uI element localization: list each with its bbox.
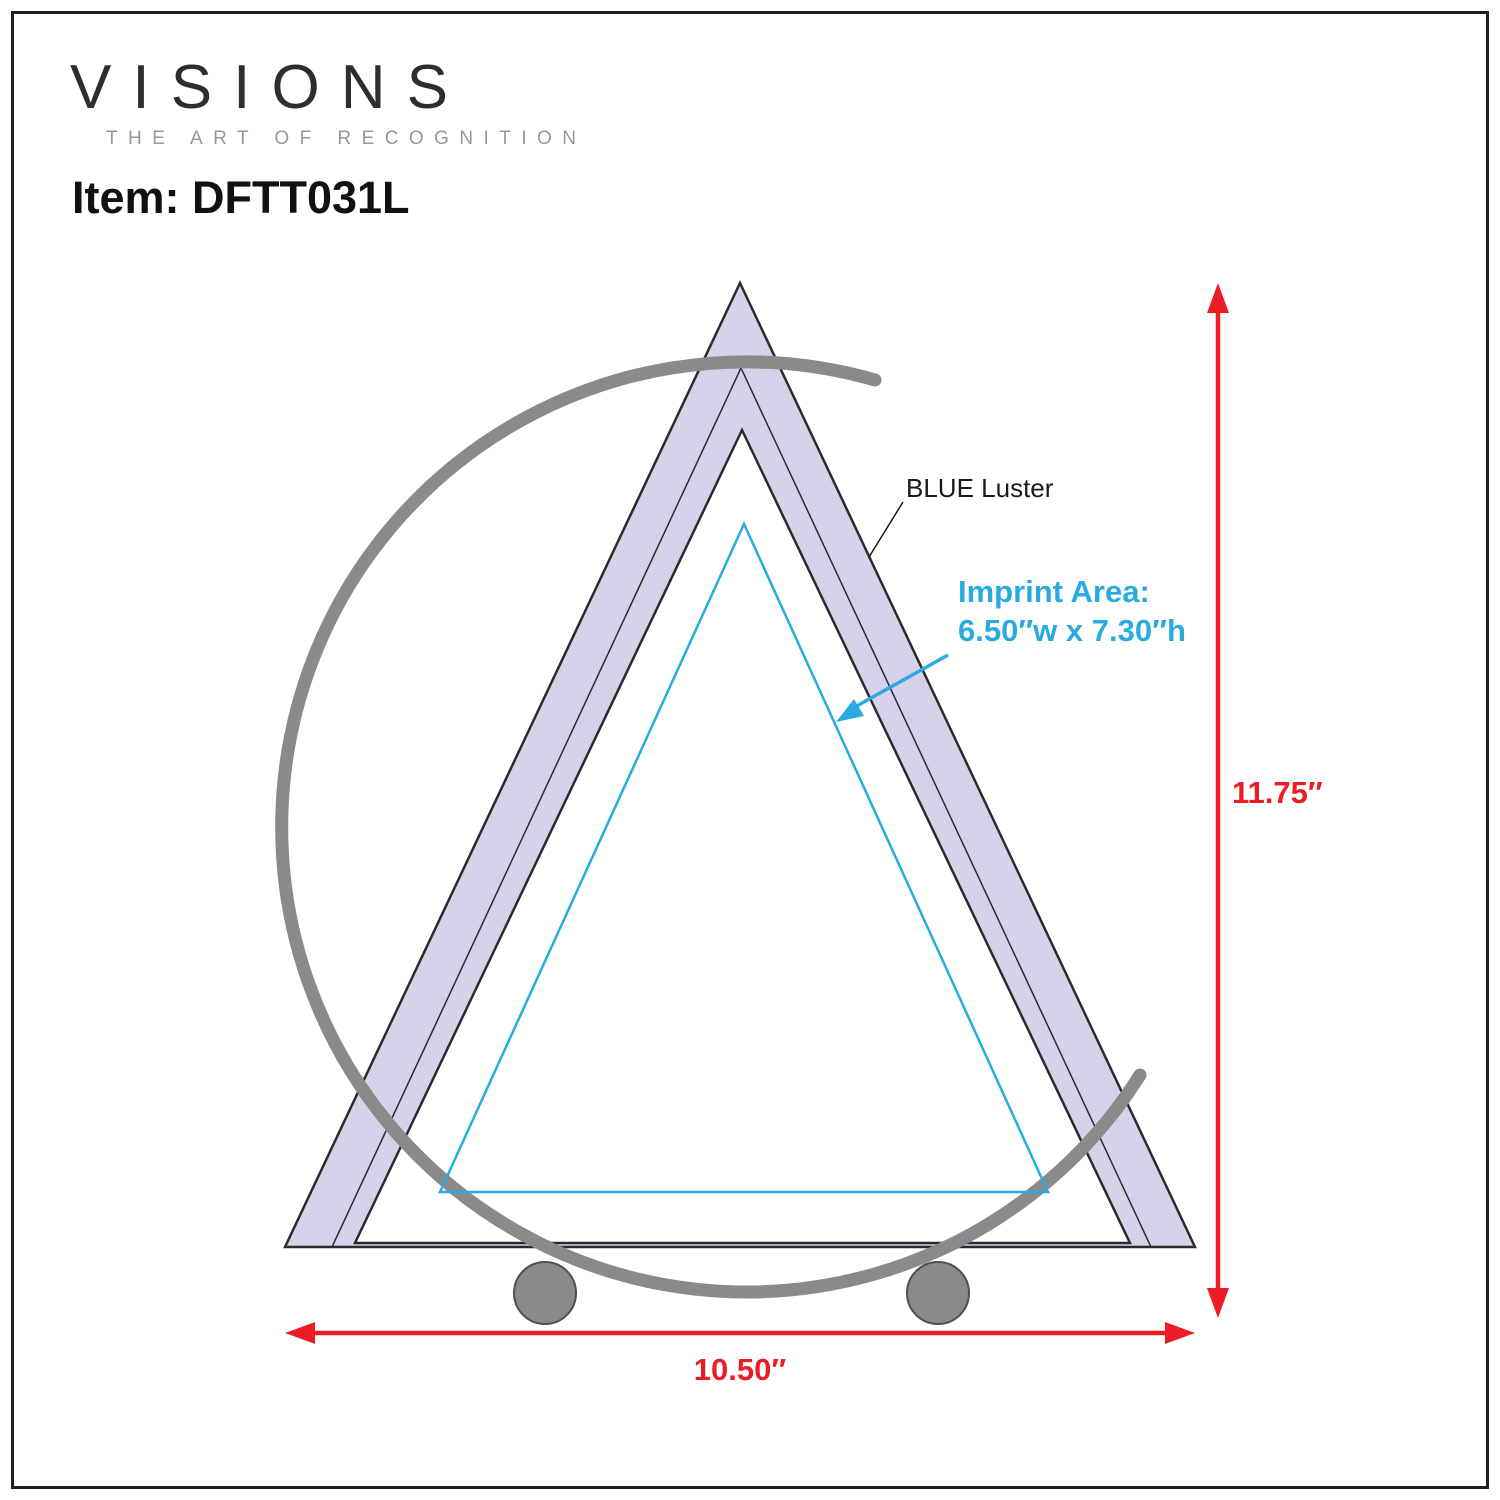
imprint-area-title: Imprint Area: <box>958 574 1150 609</box>
award-triangle-bevel-line <box>330 366 1153 1248</box>
imprint-area-size: 6.50″w x 7.30″h <box>958 613 1186 648</box>
material-label: BLUE Luster <box>906 473 1054 503</box>
imprint-arrow-line <box>854 653 949 709</box>
metal-ring <box>275 355 1147 1299</box>
material-leader-line <box>868 501 904 558</box>
height-dimension-arrow-bottom <box>1207 1288 1229 1318</box>
brand-tagline: THE ART OF RECOGNITION <box>106 128 587 149</box>
imprint-arrow-head <box>836 699 864 722</box>
height-dimension-label: 11.75″ <box>1232 775 1323 810</box>
brand-logo: VISIONS <box>70 53 470 122</box>
width-dimension-arrow-right <box>1165 1322 1195 1344</box>
width-dimension-label: 10.50″ <box>694 1352 787 1387</box>
foot-left <box>513 1261 577 1325</box>
imprint-area-triangle <box>438 520 1050 1194</box>
award-triangle-face <box>353 427 1132 1245</box>
width-dimension-arrow-left <box>285 1322 315 1344</box>
item-number-label: Item: DFTT031L <box>72 172 410 223</box>
foot-right <box>906 1261 970 1325</box>
height-dimension-arrow-top <box>1207 283 1229 313</box>
